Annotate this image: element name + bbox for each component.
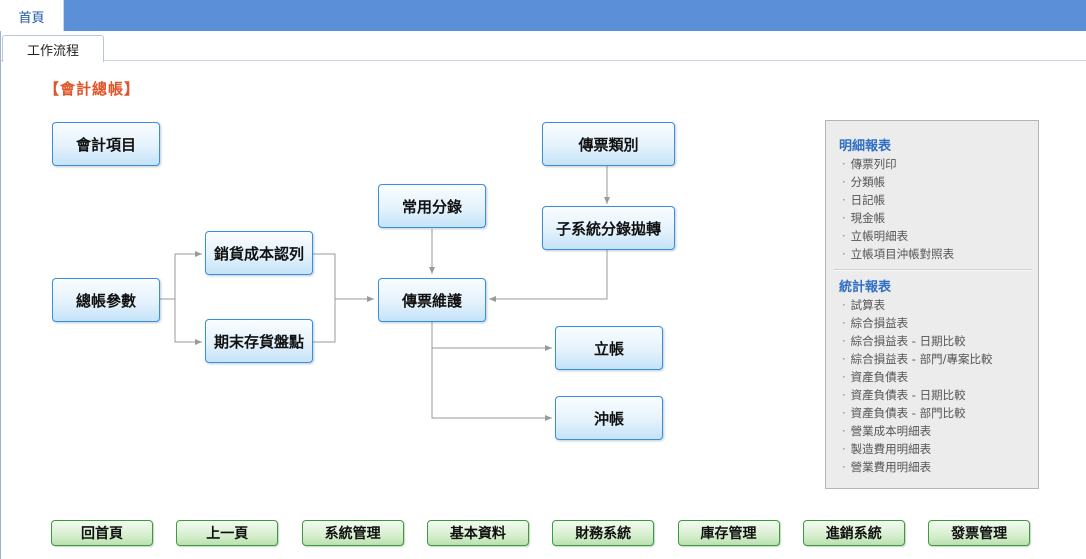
stats-report-item[interactable]: · 綜合損益表 - 日期比較 — [842, 332, 993, 350]
bullet-icon: · — [842, 370, 846, 384]
detail-report-item[interactable]: · 日記帳 — [842, 191, 954, 209]
finance-system-button[interactable]: 財務系統 — [552, 520, 655, 546]
detail-report-item-label: 現金帳 — [850, 211, 886, 225]
sales-system-button[interactable]: 進銷系統 — [802, 520, 905, 546]
stats-report-item[interactable]: · 營業費用明細表 — [842, 458, 993, 476]
detail-report-item[interactable]: · 現金帳 — [842, 209, 954, 227]
connector-transfer-to-voucher — [489, 250, 608, 302]
subsystem-transfer-button[interactable]: 子系統分錄拋轉 — [542, 206, 675, 250]
stats-report-item-label: 綜合損益表 — [850, 316, 909, 330]
bullet-icon: · — [842, 211, 846, 225]
stats-report-item-label: 試算表 — [850, 298, 886, 312]
stats-report-item[interactable]: · 資產負債表 - 部門比較 — [842, 404, 993, 422]
offset-account-button[interactable]: 沖帳 — [555, 396, 663, 440]
bullet-icon: · — [842, 157, 846, 171]
voucher-maintenance-button[interactable]: 傳票維護 — [378, 278, 486, 322]
inventory-button[interactable]: 庫存管理 — [677, 520, 780, 546]
stats-report-item-label: 製造費用明細表 — [850, 442, 932, 456]
bullet-icon: · — [842, 175, 846, 189]
stats-reports-heading: 統計報表 — [839, 280, 892, 295]
left-border — [0, 31, 1, 559]
connector-cogs-to-voucher — [313, 253, 374, 302]
detail-reports-list: · 傳票列印 · 分類帳 · 日記帳 · 現金帳 · 立帳明細表 · 立帳項目沖帳對照表 — [842, 155, 954, 263]
detail-report-item[interactable]: · 立帳項目沖帳對照表 — [842, 245, 954, 263]
back-button[interactable]: 上一頁 — [176, 520, 279, 546]
bullet-icon: · — [842, 352, 846, 366]
stats-report-item[interactable]: · 綜合損益表 — [842, 314, 993, 332]
stats-report-item-label: 資產負債表 - 日期比較 — [850, 388, 966, 402]
stats-report-item[interactable]: · 綜合損益表 - 部門/專案比較 — [842, 350, 993, 368]
tab-workflow[interactable]: 工作流程 — [2, 35, 104, 62]
report-panel: 明細報表 · 傳票列印 · 分類帳 · 日記帳 · 現金帳 · 立帳明細表 · 立帳項目沖帳對照表 統… — [825, 120, 1039, 489]
bullet-icon: · — [842, 298, 846, 312]
home-button[interactable]: 回首頁 — [51, 520, 153, 546]
sub-tab-bar — [0, 31, 1086, 61]
voucher-category-button[interactable]: 傳票類別 — [542, 122, 675, 166]
invoice-button[interactable]: 發票管理 — [928, 520, 1031, 546]
bullet-icon: · — [842, 229, 846, 243]
detail-report-item-label: 傳票列印 — [850, 157, 897, 171]
bullet-icon: · — [842, 388, 846, 402]
detail-report-item-label: 立帳項目沖帳對照表 — [850, 247, 955, 261]
stats-reports-list: ·試算表·綜合損益表·綜合損益表 - 日期比較·綜合損益表 - 部門/專案比較·… — [842, 296, 993, 476]
bullet-icon: · — [842, 334, 846, 348]
detail-report-item[interactable]: · 傳票列印 — [842, 155, 954, 173]
stats-report-item[interactable]: · 資產負債表 — [842, 368, 993, 386]
section-title: 【會計總帳】 — [44, 80, 141, 98]
cogs-recognition-button[interactable]: 銷貨成本認列 — [205, 231, 313, 275]
detail-reports-heading: 明細報表 — [839, 139, 892, 154]
detail-report-item-label: 分類帳 — [850, 175, 886, 189]
detail-report-item-label: 立帳明細表 — [850, 229, 909, 243]
stats-report-item-label: 資產負債表 - 部門比較 — [850, 406, 966, 420]
stats-report-item-label: 綜合損益表 - 日期比較 — [850, 334, 966, 348]
report-divider — [834, 269, 1032, 271]
bullet-icon: · — [842, 193, 846, 207]
stats-report-item[interactable]: · 製造費用明細表 — [842, 440, 993, 458]
detail-report-item[interactable]: · 立帳明細表 — [842, 227, 954, 245]
detail-report-item[interactable]: · 分類帳 — [842, 173, 954, 191]
ending-inventory-button[interactable]: 期末存貨盤點 — [205, 319, 313, 363]
stats-report-item-label: 綜合損益表 - 部門/專案比較 — [850, 352, 993, 366]
bullet-icon: · — [842, 247, 846, 261]
basic-data-button[interactable]: 基本資料 — [426, 520, 529, 546]
open-account-button[interactable]: 立帳 — [555, 326, 663, 370]
bullet-icon: · — [842, 442, 846, 456]
detail-report-item-label: 日記帳 — [850, 193, 886, 207]
gl-parameters-button[interactable]: 總帳參數 — [52, 278, 160, 322]
top-tab-bar — [0, 0, 1086, 31]
stats-report-item[interactable]: · 資產負債表 - 日期比較 — [842, 386, 993, 404]
bullet-icon: · — [842, 424, 846, 438]
bullet-icon: · — [842, 406, 846, 420]
stats-report-item[interactable]: · 營業成本明細表 — [842, 422, 993, 440]
stats-report-item-label: 營業成本明細表 — [850, 424, 932, 438]
account-items-button[interactable]: 會計項目 — [52, 122, 160, 166]
stats-report-item-label: 營業費用明細表 — [850, 460, 932, 474]
bullet-icon: · — [842, 316, 846, 330]
stats-report-item-label: 資產負債表 — [850, 370, 909, 384]
tab-home[interactable]: 首頁 — [0, 0, 64, 32]
stats-report-item[interactable]: · 試算表 — [842, 296, 993, 314]
bullet-icon: · — [842, 460, 846, 474]
connector-voucher-to-open — [431, 322, 552, 351]
connector-inventory-to-voucher — [313, 299, 336, 343]
common-entries-button[interactable]: 常用分錄 — [378, 184, 486, 228]
system-admin-button[interactable]: 系統管理 — [301, 520, 404, 546]
connector-params-to-cogs — [160, 251, 202, 300]
connector-params-to-inventory — [174, 299, 202, 345]
connector-voucher-to-offset — [431, 348, 552, 421]
